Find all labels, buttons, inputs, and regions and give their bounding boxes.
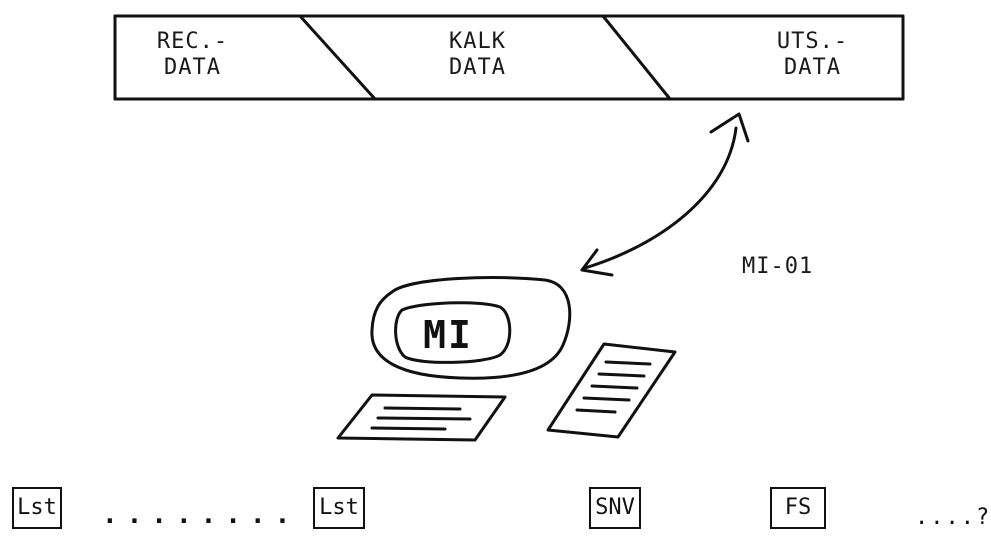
keyboard-key-row [385,408,460,409]
paper-text-line [599,374,644,376]
box-fs: FS [770,487,826,529]
data-bar-divider-2 [603,16,670,99]
double-arrow-curve [585,128,736,268]
trailing-dots-question: ....? [915,505,991,530]
paper-text-line [592,386,637,388]
keyboard-key-row [378,418,470,419]
double-arrow-head-top [711,114,748,141]
segment-label-line1: KALK [435,29,520,55]
segment-label-line2: DATA [435,55,520,81]
segment-label-line2: DATA [150,55,235,81]
paper-text-line [584,398,629,400]
box-snv: SNV [589,487,641,529]
ellipsis-dots: ........ [102,500,299,530]
segment-label-line2: DATA [770,55,855,81]
paper-outline [548,344,675,437]
segment-label-line1: UTS.- [770,29,855,55]
data-bar-segment-uts: UTS.- DATA [770,29,855,81]
data-bar-segment-rec: REC.- DATA [150,29,235,81]
data-bar-divider-1 [300,16,375,99]
segment-label-line1: REC.- [150,29,235,55]
paper-sheet [548,344,675,437]
double-arrow [582,114,748,275]
double-arrow-head-bottom [582,250,612,275]
paper-text-line [606,362,650,364]
data-bar-segment-kalk: KALK DATA [435,29,520,81]
keyboard [338,395,505,440]
paper-text-line [577,410,615,412]
keyboard-key-row [372,428,445,429]
figure-label: MI-01 [742,254,813,279]
box-lst-2: Lst [313,487,365,529]
box-lst-1: Lst [12,487,62,529]
monitor-screen-text: MI [408,313,488,357]
